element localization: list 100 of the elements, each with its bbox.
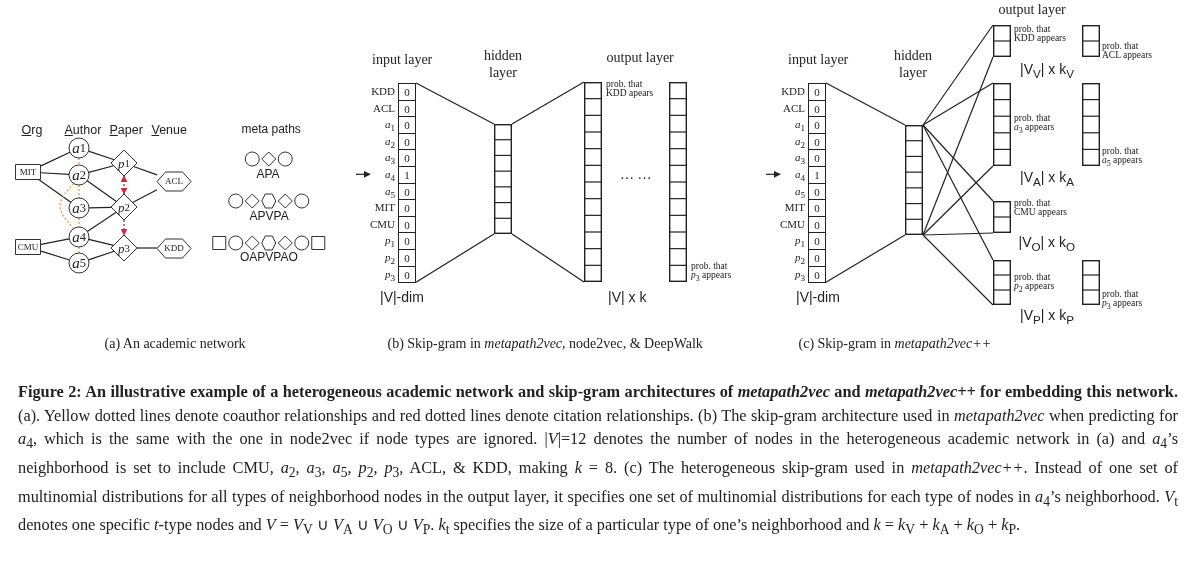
hidden-layer-vector xyxy=(905,125,923,235)
vector-cell: 0 xyxy=(398,232,416,251)
connector-line xyxy=(511,81,585,125)
row-label: MIT xyxy=(783,200,805,216)
probability-note: prob. that a$_{3}$ appears xyxy=(1014,114,1055,132)
connector-line xyxy=(88,165,115,173)
vector-cell: 0 xyxy=(808,232,826,251)
arrow xyxy=(765,170,781,178)
input-vector xyxy=(780,83,826,283)
section-title: meta paths xyxy=(241,123,301,137)
output-vector xyxy=(1082,83,1100,166)
vector-cell: 1 xyxy=(808,166,826,184)
paper-diamond-node xyxy=(111,235,137,261)
column-header: Venue xyxy=(151,123,187,138)
row-label: KDD xyxy=(780,84,805,99)
probability-note: prob. that p$_{3}$ appears xyxy=(691,262,732,280)
column-header: Author xyxy=(64,123,102,138)
metapath-label: APA xyxy=(256,168,280,182)
connector-line xyxy=(40,172,70,175)
row-label: CMU xyxy=(780,216,805,232)
row-label: CMU xyxy=(370,216,395,232)
subfigure-caption: (b) Skip-gram in metapath2vec, node2vec, & DeepWalk xyxy=(387,336,703,353)
dashed-line xyxy=(78,246,80,254)
paper-diamond-node xyxy=(111,194,137,220)
connector-line xyxy=(825,234,906,283)
vector-cell: 0 xyxy=(398,83,416,101)
connector-line xyxy=(511,233,585,283)
vector-cell: 0 xyxy=(398,199,416,218)
paper-diamond-node xyxy=(111,150,137,176)
connector-line xyxy=(415,82,495,125)
row-label: MIT xyxy=(373,200,395,216)
output-vector xyxy=(993,260,1011,305)
row-label: p$_{3}$ xyxy=(793,266,805,283)
layer-title: hidden layer xyxy=(482,47,524,81)
row-label: a$_{3}$ xyxy=(383,150,395,166)
dashed-line xyxy=(59,182,75,230)
row-label: a$_{3}$ xyxy=(793,150,805,166)
vector-cell: 0 xyxy=(398,116,416,135)
output-vector xyxy=(993,83,1011,166)
output-vector xyxy=(584,82,602,282)
hidden-layer-vector xyxy=(494,124,512,234)
row-label: ACL xyxy=(782,100,805,116)
layer-title: output layer xyxy=(998,2,1066,19)
connector-line xyxy=(131,189,158,204)
probability-note: prob. that ACL appears xyxy=(1102,42,1153,60)
metapath-label: APVPA xyxy=(249,210,289,224)
layer-title: input layer xyxy=(788,52,849,69)
figure-caption: Figure 2: An illustrative example of a heterogeneous academic network and skip-gram architectures of metapath2vec and metapath2vec++ for embedding this network. (a). Yellow dotted lines denote coauthor relationships and red dotted lines denote citation relationships. (b) The skip-gram architecture used in metapath2vec when predicting for a$_{4}$, which is the same with the one in node2vec if node types are ignored. |V|=12 denotes the number of nodes in the heterogeneous academic network in (a) and a$_{4}$’s neighborhood is set to include CMU, a$_{2}$, a$_{3}$, a$_{5}$, p$_{2}$, p$_{3}$, ACL, & KDD, making k = 8. (c) The heterogeneous skip-gram used in metapath2vec++. Instead of one set of multinomial distributions for all types of neighborhood nodes in the output layer, it specifies one set of multinomial distributions for each type of nodes in a$_{4}$’s neighborhood. V$_{t}$ denotes one specific t-type nodes and V = V$_{V}$ ∪ V$_{A}$ ∪ V$_{O}$ ∪ V$_{P}$. k$_{t}$ specifies the size of a particular type of one’s neighborhood and k = k$_{V}$ + k$_{A}$ + k$_{O}$ + k$_{P}$. xyxy=(18,381,1178,540)
connector-line xyxy=(922,24,994,126)
node-label: ACL xyxy=(164,174,184,188)
row-label: a$_{4}$ xyxy=(793,167,805,183)
dimension-label: |V$_{A}$| x k$_{A}$ xyxy=(1020,169,1074,189)
dashed-arrow xyxy=(120,175,128,195)
connector-line xyxy=(86,211,117,233)
layer-title: input layer xyxy=(372,52,433,69)
row-label: a$_{1}$ xyxy=(383,117,395,133)
connector-line xyxy=(87,250,115,261)
ellipsis: … … xyxy=(620,167,652,184)
dimension-label: |V$_{V}$| x k$_{V}$ xyxy=(1020,61,1074,81)
dashed-line xyxy=(78,157,80,166)
row-label: ACL xyxy=(372,100,395,116)
connector-line xyxy=(922,232,994,236)
dimension-label: |V|-dim xyxy=(796,289,840,306)
vector-cell: 0 xyxy=(398,249,416,267)
row-label: a$_{2}$ xyxy=(383,133,395,150)
output-vector xyxy=(1082,25,1100,57)
arrow xyxy=(355,170,371,178)
dimension-label: |V$_{P}$| x k$_{P}$ xyxy=(1020,307,1074,327)
layer-title: output layer xyxy=(606,50,674,67)
input-vector xyxy=(370,83,416,283)
vector-cell: 0 xyxy=(808,83,826,101)
dimension-label: |V$_{O}$| x k$_{O}$ xyxy=(1018,234,1076,254)
subfigure-caption: (c) Skip-gram in metapath2vec++ xyxy=(798,336,992,353)
output-vector xyxy=(669,82,687,282)
connector-line xyxy=(86,180,117,203)
row-label: a$_{2}$ xyxy=(793,133,805,150)
output-vector xyxy=(993,25,1011,57)
connector-line xyxy=(88,238,115,247)
output-vector xyxy=(1082,260,1100,305)
connector-line xyxy=(922,124,994,202)
row-label: p$_{1}$ xyxy=(383,233,395,249)
connector-line xyxy=(415,233,495,283)
probability-note: prob. that a$_{5}$ appears xyxy=(1102,147,1143,165)
dimension-label: |V|-dim xyxy=(380,289,424,306)
row-label: a$_{1}$ xyxy=(793,117,805,133)
connector-line xyxy=(136,247,158,249)
vector-cell: 0 xyxy=(398,149,416,168)
metapath-label: OAPVPAO xyxy=(240,251,298,265)
node-label: KDD xyxy=(163,241,185,255)
layer-title: hidden layer xyxy=(892,47,934,81)
connector-line xyxy=(922,234,994,306)
venue-hexagon-node xyxy=(157,171,191,191)
connector-line xyxy=(922,82,994,126)
connector-line xyxy=(40,250,71,261)
connector-line xyxy=(40,238,70,246)
connector-line xyxy=(132,165,158,176)
column-header: Org xyxy=(21,123,43,138)
connector-line xyxy=(87,150,115,161)
row-label: p$_{3}$ xyxy=(383,266,395,283)
vector-cell: 0 xyxy=(808,116,826,135)
